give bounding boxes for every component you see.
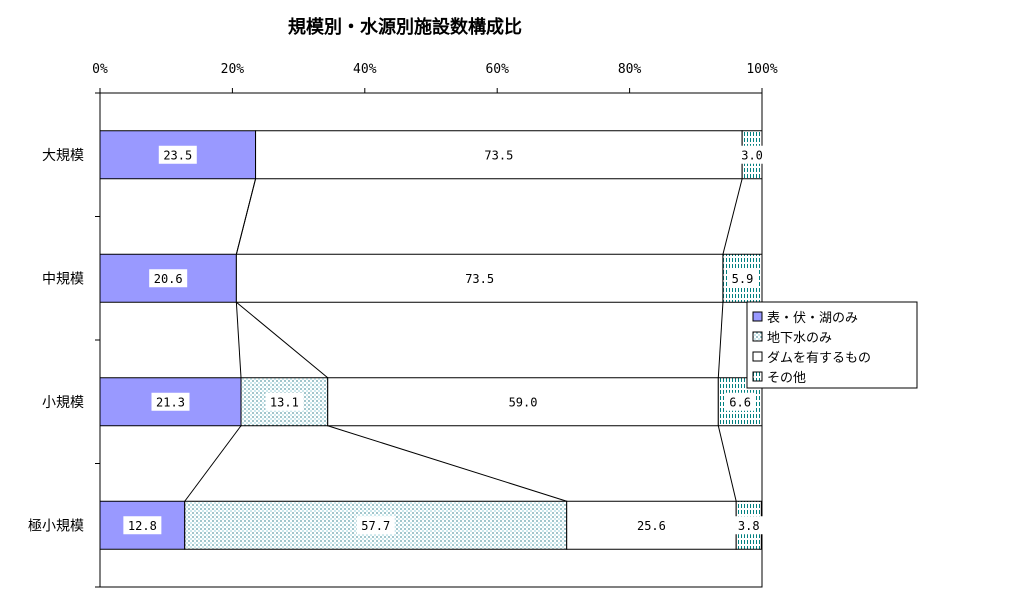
data-label-bg xyxy=(736,145,768,164)
series-line xyxy=(236,301,329,379)
data-label: 20.6 xyxy=(154,272,183,286)
category-label: 中規模 xyxy=(42,271,84,287)
legend-label: その他 xyxy=(767,371,806,386)
data-label-bg xyxy=(265,392,304,411)
x-tick-label: 100% xyxy=(746,62,777,77)
data-label: 6.6 xyxy=(729,395,751,409)
data-label: 73.5 xyxy=(484,148,513,162)
legend-item: 表・伏・湖のみ xyxy=(752,311,858,326)
bar-group: 中規模 20.6 73.5 5.9 xyxy=(42,253,763,303)
category-label: 小規模 xyxy=(42,395,84,411)
legend-item: 地下水のみ xyxy=(752,331,832,346)
data-label-bg xyxy=(733,516,765,535)
data-label-bg xyxy=(460,269,499,288)
legend-box xyxy=(746,301,918,389)
data-label-bg xyxy=(632,516,671,535)
x-tick-label: 20% xyxy=(221,62,245,77)
x-tick-label: 80% xyxy=(618,62,642,77)
data-label: 21.3 xyxy=(156,395,185,409)
series-line xyxy=(722,178,743,255)
series-line xyxy=(717,425,737,502)
data-label: 73.5 xyxy=(465,272,494,286)
data-label-bg xyxy=(158,145,197,164)
legend-label: 地下水のみ xyxy=(767,331,832,346)
bar-group: 大規模 23.5 73.5 3.0 xyxy=(42,130,768,180)
data-label: 3.0 xyxy=(741,148,763,162)
series-line xyxy=(235,302,242,378)
data-label-bg xyxy=(123,516,162,535)
series-line xyxy=(717,302,724,378)
chart-title: 規模別・水源別施設数構成比 xyxy=(288,16,522,38)
data-label: 59.0 xyxy=(509,395,538,409)
data-label-bg xyxy=(504,392,543,411)
data-label: 57.7 xyxy=(361,519,390,533)
data-label-bg xyxy=(479,145,518,164)
data-label: 3.8 xyxy=(738,519,760,533)
x-tick-label: 60% xyxy=(485,62,509,77)
x-tick-label: 0% xyxy=(92,62,108,77)
data-label-bg xyxy=(724,392,756,411)
legend-label: 表・伏・湖のみ xyxy=(767,311,858,326)
x-axis-ticks: 0% 20% 40% 60% 80% 100% xyxy=(92,62,778,93)
data-label-bg xyxy=(151,392,190,411)
series-line xyxy=(184,425,242,502)
category-label: 大規模 xyxy=(42,148,84,164)
category-label: 極小規模 xyxy=(28,518,84,534)
legend-swatch xyxy=(752,371,763,382)
data-label-bg xyxy=(356,516,395,535)
x-tick-label: 40% xyxy=(353,62,377,77)
bar-group: 小規模 21.3 13.1 59.0 6.6 xyxy=(42,377,763,427)
legend-swatch xyxy=(752,351,763,362)
bar-group: 極小規模 12.8 57.7 25.6 3.8 xyxy=(28,500,765,550)
legend-item: その他 xyxy=(752,371,806,386)
data-label: 12.8 xyxy=(128,519,157,533)
legend-swatch xyxy=(752,331,763,342)
data-label-bg xyxy=(149,269,188,288)
plot-area: 大規模 23.5 73.5 3.0 中規模 20.6 73.5 5.9 小規模 21.3 13.1 5… xyxy=(28,92,768,588)
data-label: 13.1 xyxy=(270,395,299,409)
series-line xyxy=(327,425,567,502)
legend-label: ダムを有するもの xyxy=(767,351,871,366)
series-line xyxy=(235,178,257,255)
data-label: 5.9 xyxy=(732,272,754,286)
data-label-bg xyxy=(727,269,758,288)
data-label: 23.5 xyxy=(163,148,192,162)
legend-swatch xyxy=(752,311,763,322)
data-label: 25.6 xyxy=(637,519,666,533)
legend-item: ダムを有するもの xyxy=(752,351,871,366)
